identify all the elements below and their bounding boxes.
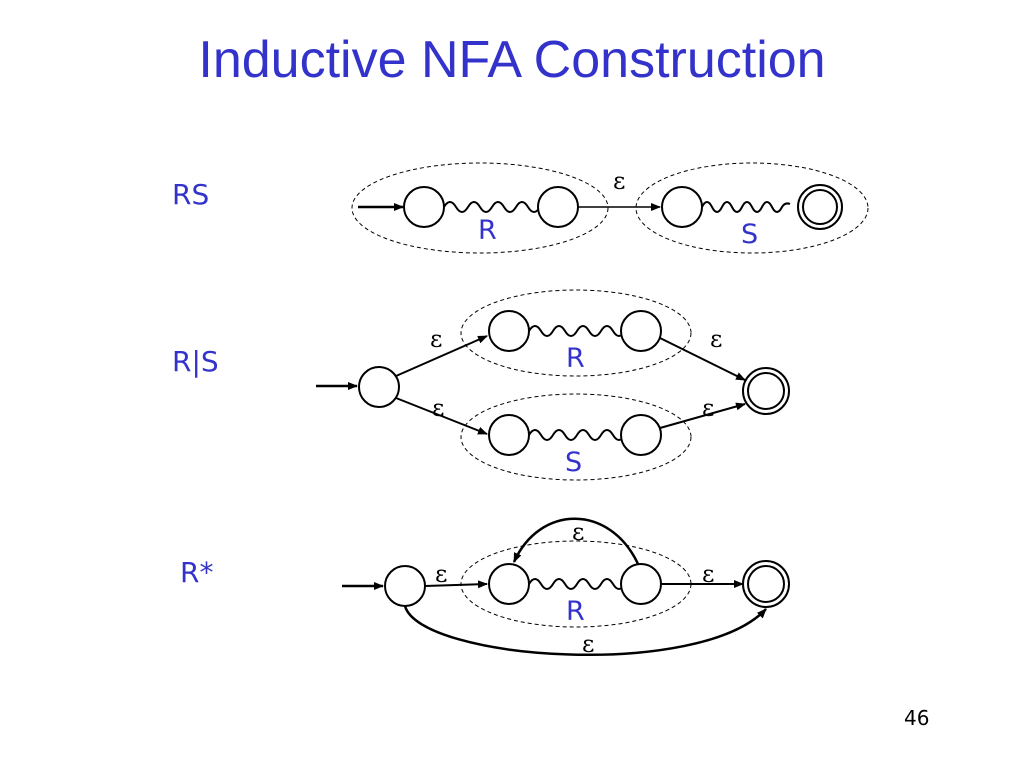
epsilon-arrow-bot-in [395,397,488,435]
diagram-union: ε ε ε ε R S [316,289,790,481]
epsilon-loop-arrow [512,517,640,565]
state [488,310,530,352]
dashed-group-r [351,162,609,254]
epsilon-label: ε [582,630,594,658]
state [620,310,662,352]
state [488,414,530,456]
epsilon-skip-arrow [403,605,767,656]
diagram-concat: ε R S [351,162,869,254]
state [661,186,703,228]
state [620,414,662,456]
squiggle-s [701,201,791,213]
state [620,563,662,605]
accept-state-inner [747,565,785,603]
squiggle-r [528,578,629,590]
s-label: S [565,447,582,478]
slide-title: Inductive NFA Construction [198,31,826,89]
state [488,563,530,605]
epsilon-label: ε [702,394,714,422]
epsilon-arrow-top-out [659,337,746,381]
state [384,565,426,607]
state [537,186,579,228]
squiggle-r [443,201,545,213]
s-label: S [741,219,758,250]
epsilon-arrow-top-in [395,335,488,377]
label-r-or-s: R|S [172,345,219,378]
squiggle-s [528,429,629,441]
state [403,186,445,228]
epsilon-label: ε [613,167,625,195]
diagram-star: ε ε ε ε R [342,517,790,658]
squiggle-r [528,325,629,337]
epsilon-label: ε [435,560,447,588]
dashed-group-s [460,393,692,481]
epsilon-label: ε [432,394,444,422]
r-label: R [478,215,497,246]
r-label: R [566,596,585,627]
dashed-group-r [460,289,692,377]
epsilon-label: ε [710,325,722,353]
epsilon-arrow-bot-out [659,402,746,429]
label-rs: RS [172,178,210,211]
epsilon-label: ε [572,518,584,546]
state [358,366,400,408]
accept-state-inner [802,189,838,225]
epsilon-arrow-in [424,580,488,589]
epsilon-label: ε [702,560,714,588]
label-r-star: R* [180,556,214,589]
epsilon-label: ε [430,325,442,353]
page-number: 46 [904,706,930,730]
accept-state-inner [747,372,785,410]
dashed-group-s [635,162,869,254]
r-label: R [566,343,585,374]
